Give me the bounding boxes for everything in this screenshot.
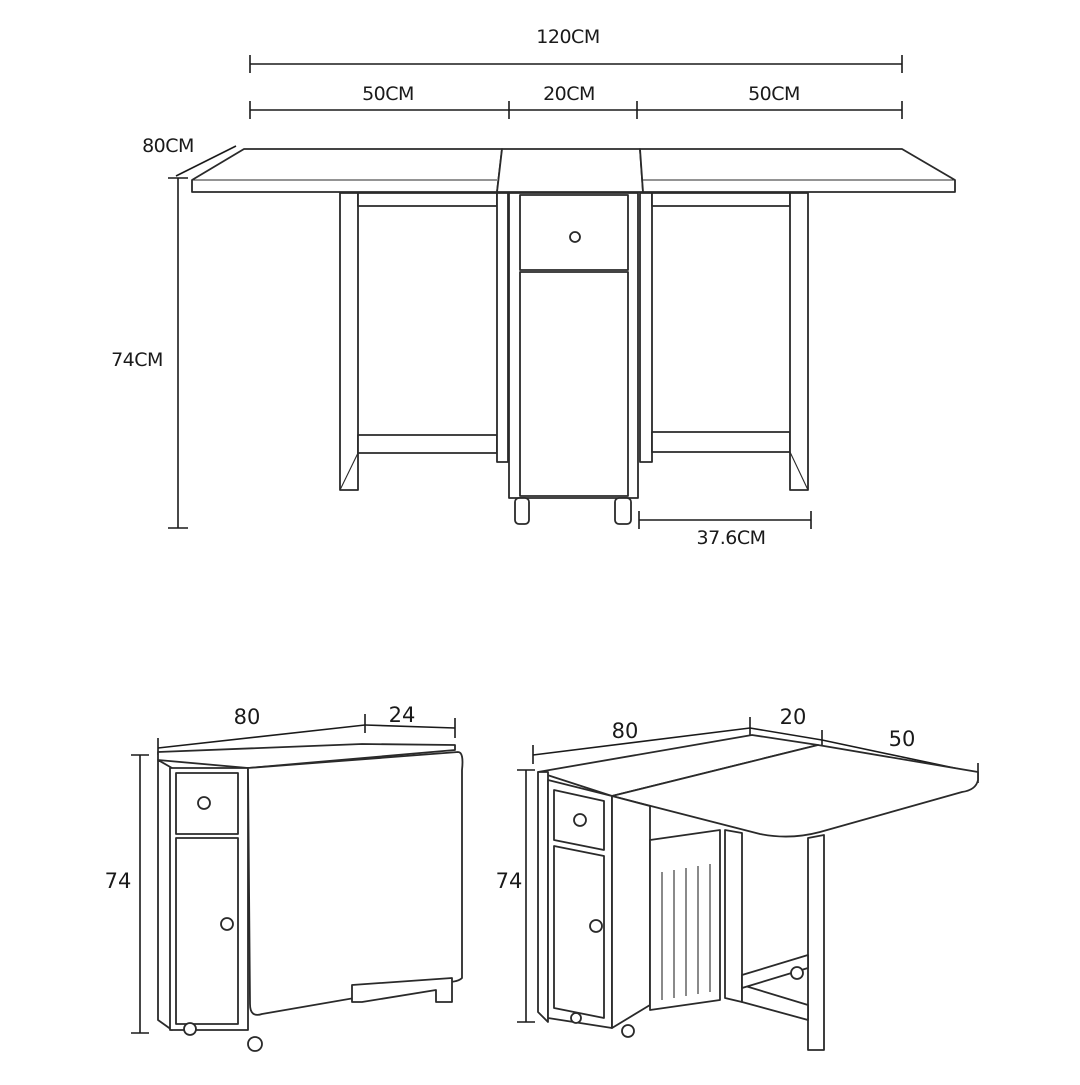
open-table-view: 120CM 50CM 20CM 50CM 80CM 74CM: [111, 26, 956, 549]
label-depth: 80CM: [142, 135, 194, 157]
label-half-width: 80: [612, 719, 639, 743]
label-folded-depth: 24: [389, 703, 416, 727]
left-leg-frame: [339, 192, 509, 491]
label-half-center: 20: [780, 705, 807, 729]
label-right-leaf: 50CM: [748, 83, 800, 105]
label-total-width: 120CM: [536, 26, 599, 48]
label-half-leaf: 50: [889, 727, 916, 751]
label-folded-height: 74: [105, 869, 132, 893]
label-half-height: 74: [496, 869, 523, 893]
label-folded-width: 80: [234, 705, 261, 729]
dim-leg-span: 37.6CM: [638, 511, 812, 549]
table-top: [191, 148, 956, 193]
dim-height: 74CM: [111, 177, 188, 529]
dim-folded-height: 74: [105, 754, 149, 1034]
dim-segments: 50CM 20CM 50CM: [249, 83, 903, 119]
label-leg-span: 37.6CM: [697, 527, 766, 549]
label-left-leaf: 50CM: [362, 83, 414, 105]
dim-half-width: 80: [532, 717, 751, 764]
dim-folded-depth: 24: [364, 703, 456, 738]
dim-total-width: 120CM: [249, 26, 903, 73]
label-height: 74CM: [111, 349, 163, 371]
folded-view: 80 24 74: [105, 703, 464, 1052]
right-leg-frame: [639, 192, 809, 491]
dim-half-center: 20: [749, 705, 823, 749]
half-open-view: 80 20 50 74: [496, 705, 979, 1051]
dim-half-height: 74: [496, 769, 535, 1023]
label-center-section: 20CM: [543, 83, 595, 105]
center-cabinet: [508, 192, 639, 525]
dim-depth: 80CM: [142, 135, 237, 177]
dim-folded-width: 80: [157, 705, 366, 755]
